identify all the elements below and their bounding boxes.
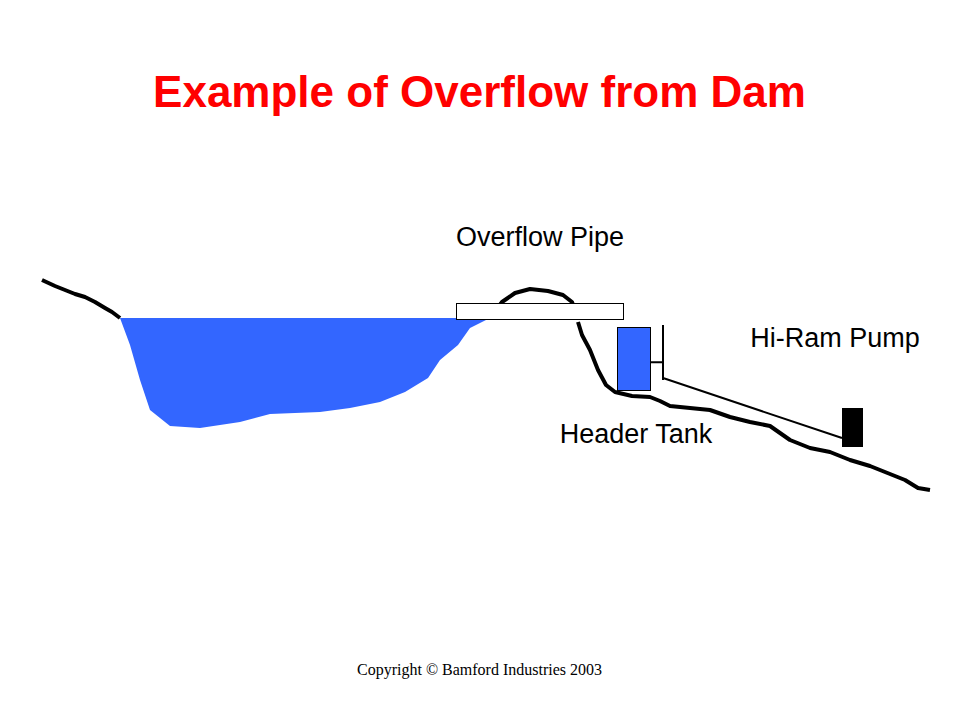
overflow-pipe: Overflow Pipe [456,303,624,320]
header-tank: Header Tank [617,327,651,391]
hi-ram-pump: Hi-Ram Pump [842,408,863,447]
header-tank-label: Header Tank [551,415,721,453]
hi-ram-pump-label: Hi-Ram Pump [750,319,920,357]
overflow-pipe-label: Overflow Pipe [455,218,625,256]
hi-ram-pump-shape [842,408,863,447]
ground-left-bank [42,280,120,318]
overflow-pipe-shape [456,303,624,320]
diagram-title: Example of Overflow from Dam [0,64,959,120]
copyright-note: Copyright © Bamford Industries 2003 [0,660,959,680]
header-tank-shape [617,327,651,391]
dam-water [120,318,490,428]
